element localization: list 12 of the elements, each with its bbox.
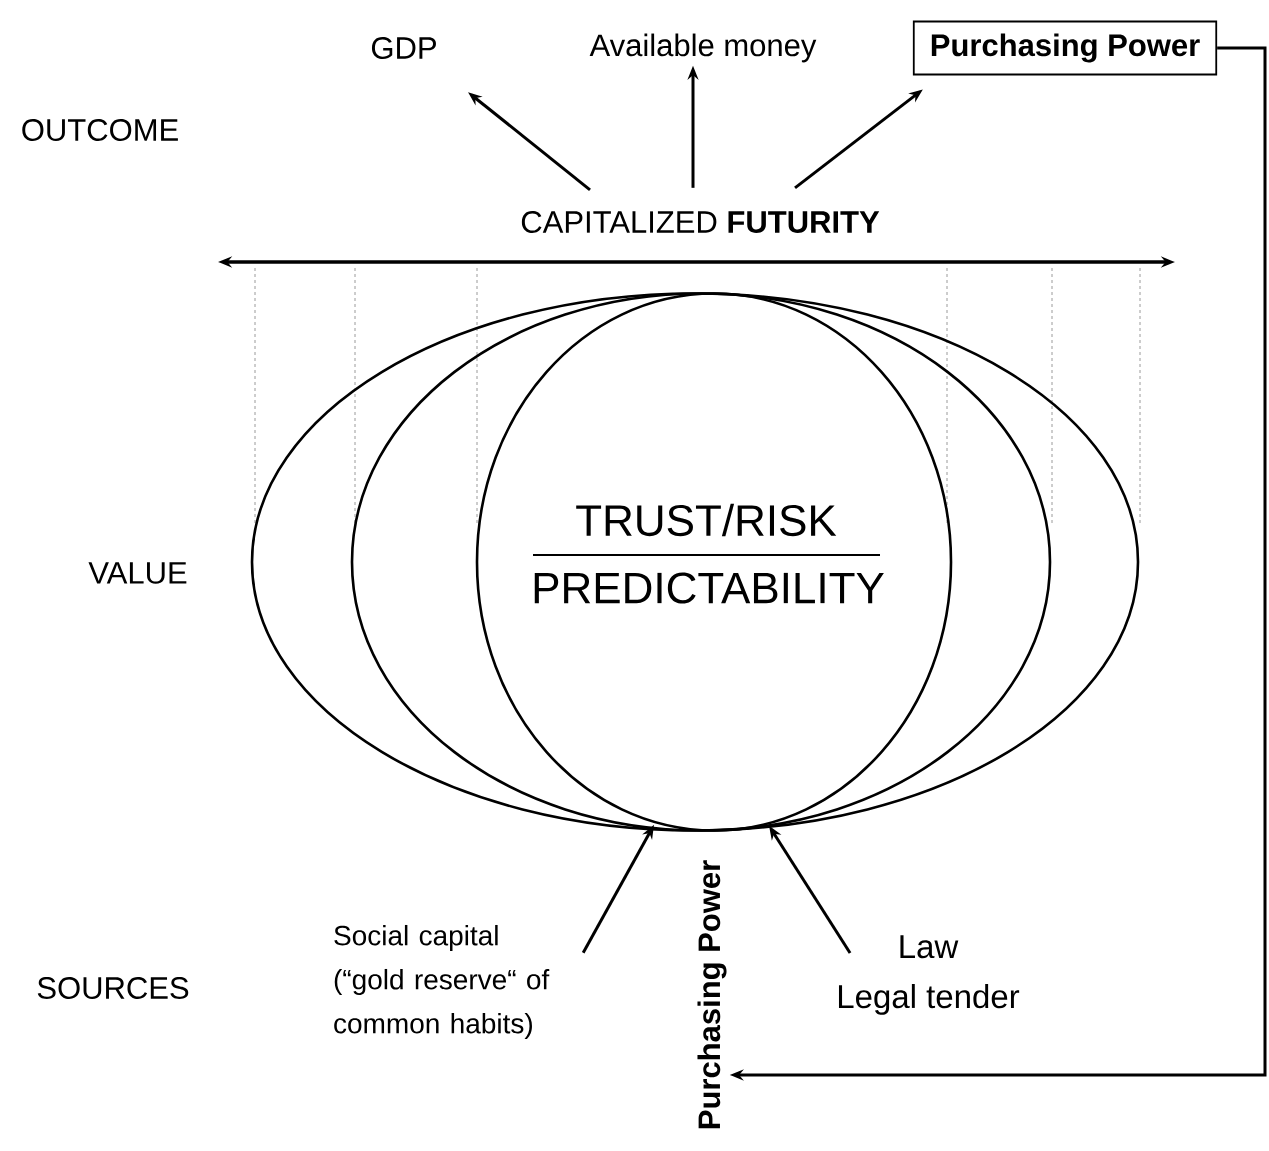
ellipse: [350, 292, 1052, 832]
outcome-text: Available money: [589, 33, 817, 63]
ellipse: [250, 292, 1140, 832]
text-box: Purchasing Power: [912, 20, 1218, 76]
row-label: VALUE: [88, 562, 187, 584]
row-label: OUTCOME: [22, 119, 178, 141]
row-label: SOURCES: [37, 977, 189, 999]
source-text: Law Legal tender: [839, 935, 1020, 1015]
outcome-text: GDP: [371, 37, 436, 59]
source-text: Social capital (“gold reserve“ of common habits): [334, 924, 550, 1040]
outcome-text: CAPITALIZED FUTURITY: [521, 211, 880, 233]
vertical-text: Purchasing Power: [697, 860, 727, 1129]
